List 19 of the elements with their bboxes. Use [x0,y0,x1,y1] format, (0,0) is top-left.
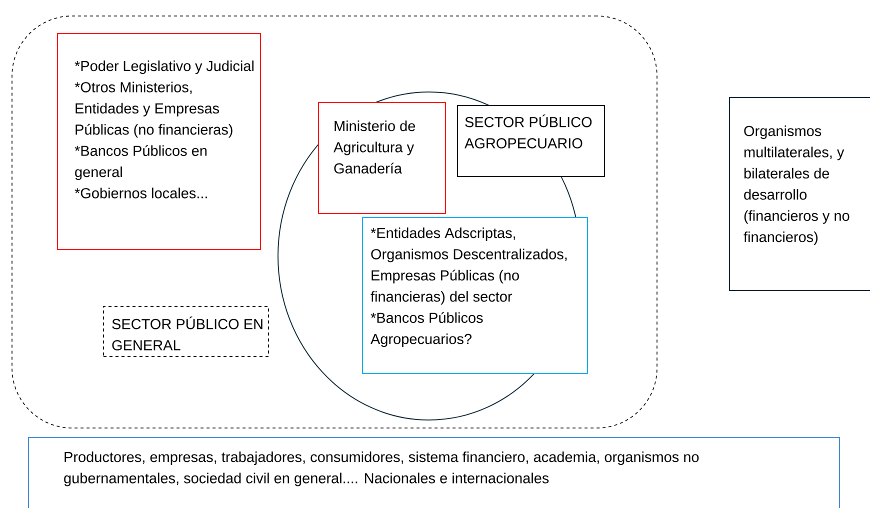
box-text: SECTOR PÚBLICO EN GENERAL [112,316,262,350]
box-text: *Gobiernos locales... [74,188,207,198]
box-text: *Entidades Adscriptas, Organismos Descentralizados, Empresas Públicas (no financieras) del sector [370,228,567,305]
box-text: SECTOR PÚBLICO AGROPECUARIO [464,114,592,148]
box-text: *Otros Ministerios, Entidades y Empresas Públicas (no financieras) [74,82,232,138]
organisms-box [729,97,870,291]
entities-box [362,217,588,374]
box-text: Organismos multilaterales, y bilaterales de desarrollo (financieros y no financieros) [744,126,850,245]
sector-box [457,105,605,177]
box-text: *Poder Legislativo y Judicial [74,60,254,74]
box-text: *Bancos Públicos en general [74,145,207,180]
box-text: Ministerio de Agricultura y Ganadería [334,120,416,174]
box-text: Productores, empresas, trabajadores, consumidores, sistema financiero, academia, organismos no gubernamentales, sociedad civil en general.... Nacionales e internacionales [64,452,699,486]
stakeholders-box [28,437,840,508]
list-box [57,33,261,250]
dashed-region [12,16,658,428]
box-text: *Bancos Públicos Agropecuarios? [370,312,483,347]
ministry-box [318,102,446,214]
sector-box [103,306,269,357]
